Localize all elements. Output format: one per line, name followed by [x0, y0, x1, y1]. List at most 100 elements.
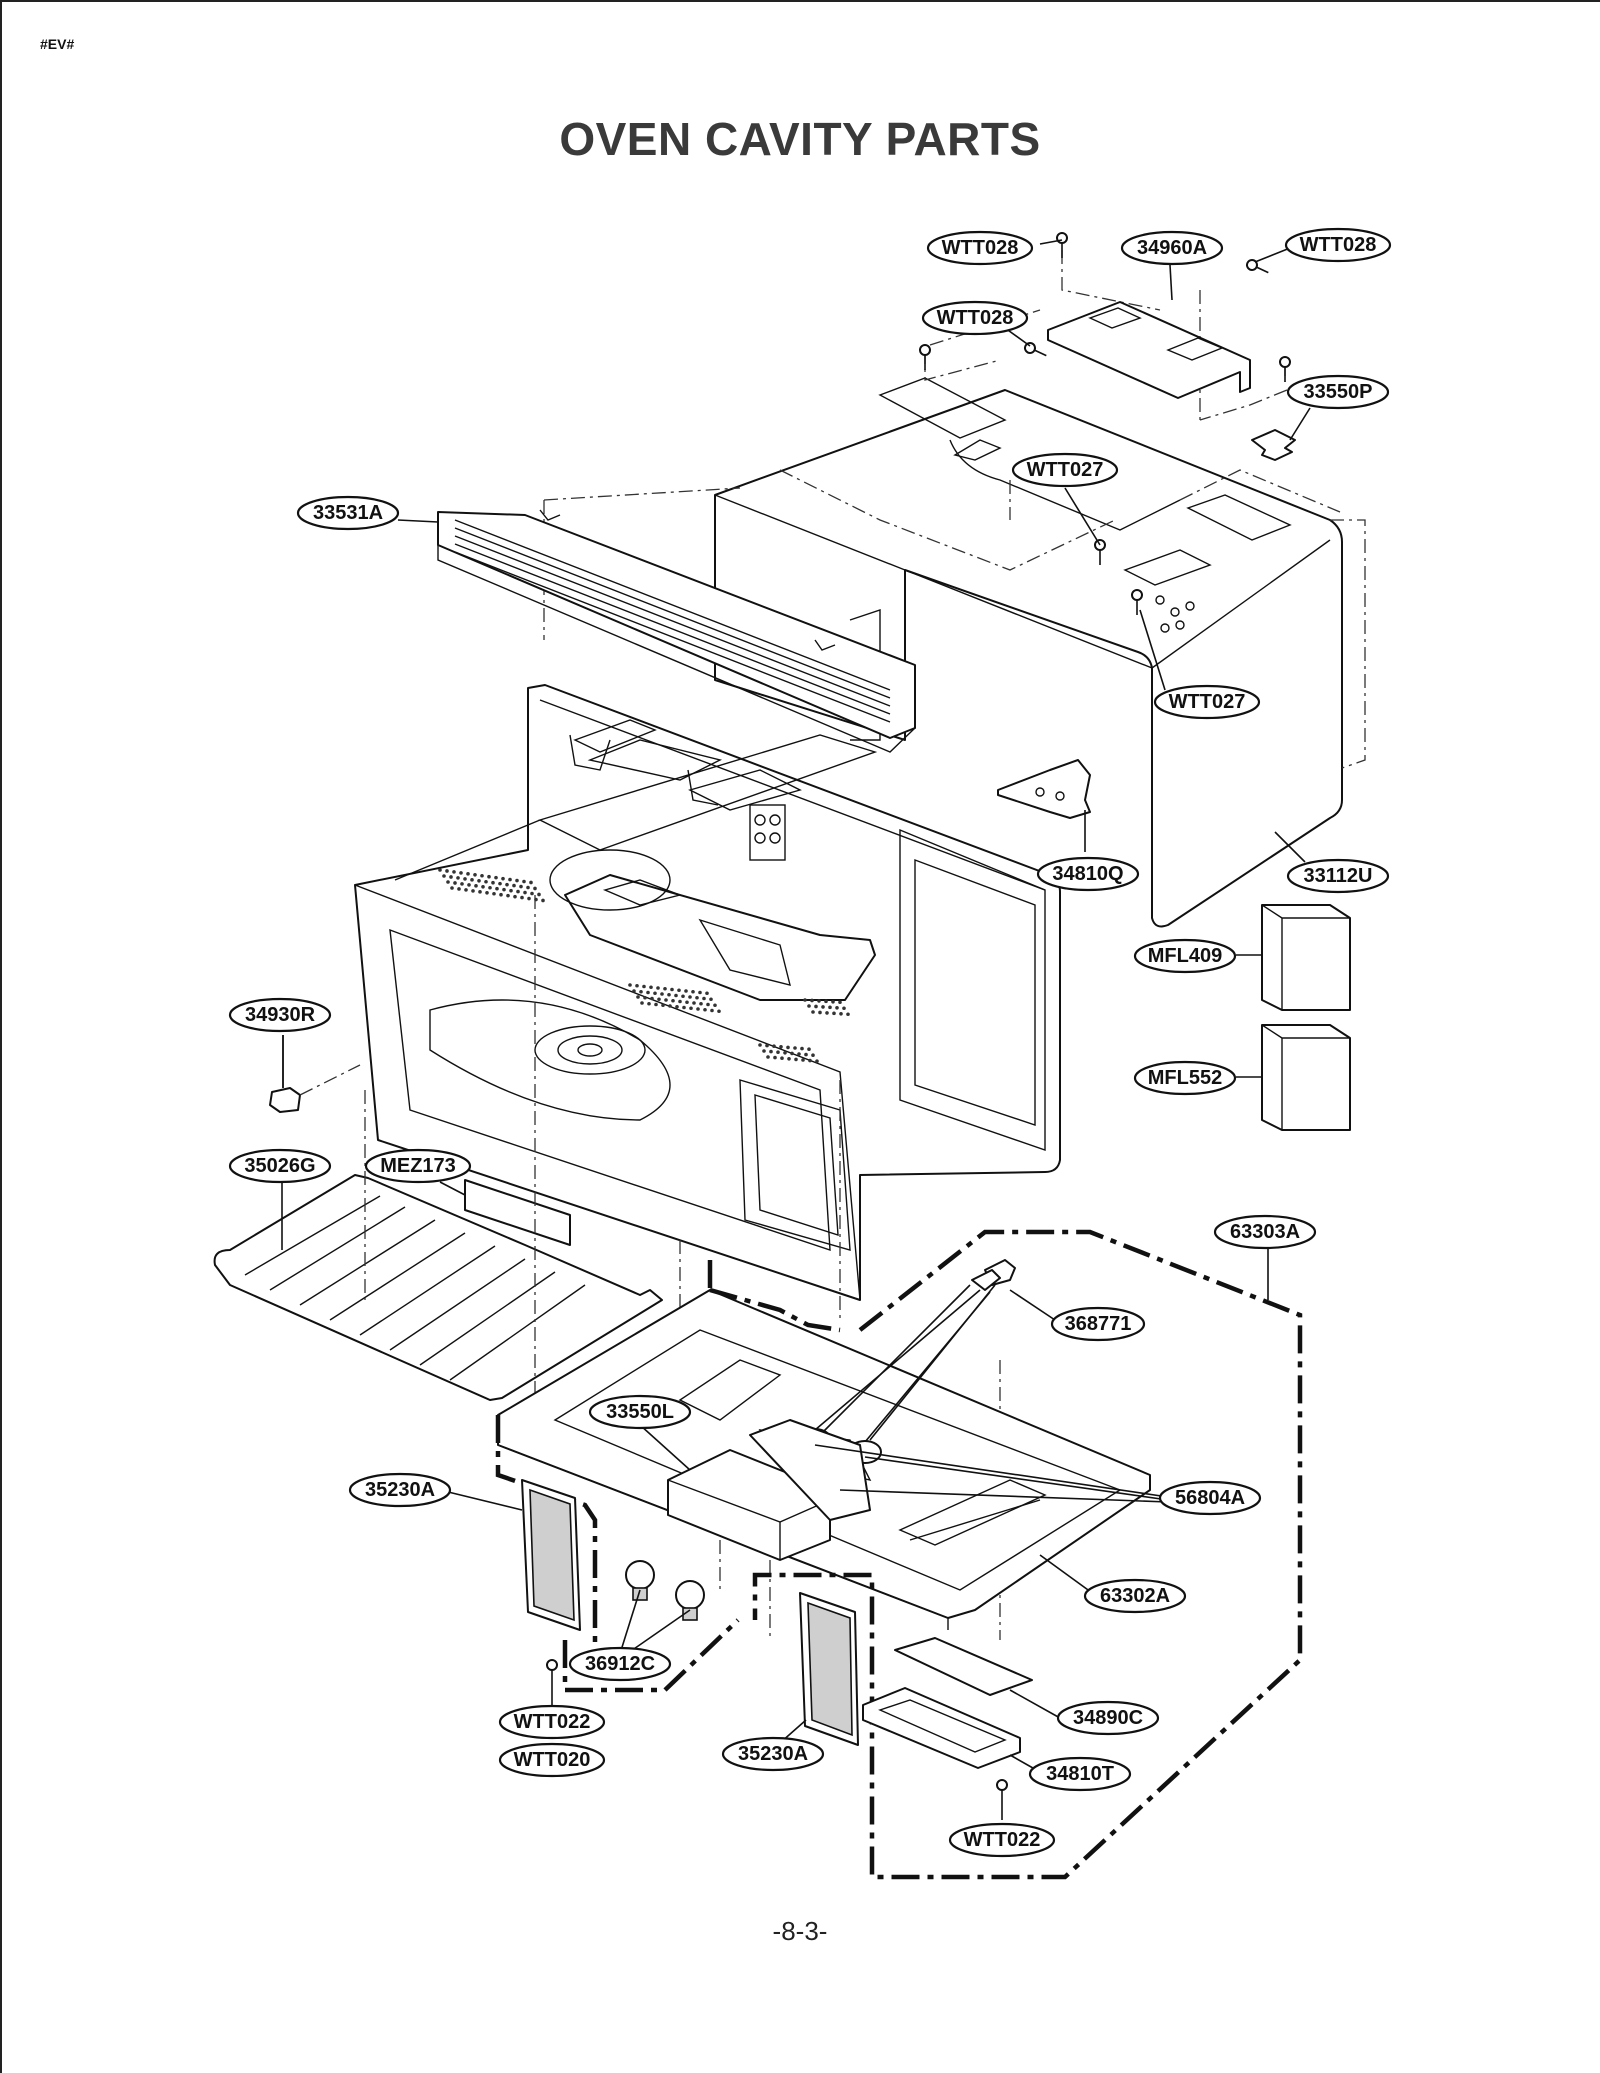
wire-harness-part	[814, 1259, 1016, 1443]
part-label-34890c: 34890C	[1056, 1700, 1160, 1736]
svg-text:34810T: 34810T	[1046, 1763, 1114, 1785]
perforation-dot	[817, 999, 821, 1003]
part-label-35230a-a: 35230A	[348, 1472, 452, 1508]
perforation-dot	[702, 996, 706, 1001]
perforation-dot	[533, 886, 537, 891]
perforation-dot	[815, 1059, 819, 1063]
part-label-35026g: 35026G	[228, 1148, 332, 1184]
leader-lines	[281, 239, 1311, 1820]
manual-mfl409-part	[1261, 904, 1351, 1011]
perforation-dot	[825, 1011, 829, 1015]
part-label-wtt020: WTT020	[498, 1742, 606, 1778]
perforation-dot	[671, 998, 675, 1003]
perforation-dot	[668, 1004, 672, 1008]
part-label-mez173: MEZ173	[364, 1148, 472, 1184]
svg-text:WTT028: WTT028	[942, 237, 1019, 259]
perforation-dot	[717, 1009, 721, 1014]
lower-screw-icons	[546, 1659, 1008, 1805]
perforation-dot	[537, 892, 541, 897]
svg-text:34960A: 34960A	[1137, 237, 1207, 259]
perforation-dot	[527, 896, 531, 901]
svg-text:WTT020: WTT020	[514, 1749, 591, 1771]
perforation-dot	[695, 995, 699, 1000]
perforation-dot	[491, 880, 495, 885]
perforation-dot	[699, 1001, 703, 1006]
svg-text:WTT022: WTT022	[514, 1711, 591, 1733]
perforation-dot	[501, 876, 505, 881]
perforation-dot	[758, 1043, 762, 1047]
part-label-63302a: 63302A	[1083, 1578, 1187, 1614]
perforation-dot	[471, 889, 475, 893]
perforation-dot	[445, 869, 449, 873]
perforation-dot	[485, 891, 489, 895]
perforation-dot	[505, 882, 509, 887]
page-number: -8-3-	[772, 1916, 828, 1946]
svg-text:35026G: 35026G	[244, 1155, 315, 1177]
perforation-dot	[635, 983, 639, 988]
perforation-dot	[516, 889, 520, 894]
outer-case-part	[714, 377, 1343, 928]
perforation-dot	[811, 1053, 815, 1057]
svg-text:34810Q: 34810Q	[1052, 863, 1123, 885]
perforated-areas	[438, 868, 850, 1063]
part-label-wtt028-c: WTT028	[921, 300, 1029, 336]
perforation-dot	[487, 874, 491, 879]
perforation-dot	[779, 1045, 783, 1049]
perforation-dot	[780, 1056, 784, 1060]
vent-grille-part	[437, 509, 916, 753]
perforation-dot	[636, 995, 640, 999]
perforation-dot	[632, 989, 636, 993]
perforation-dot	[689, 1006, 693, 1011]
perforation-dot	[498, 881, 502, 886]
svg-text:33550P: 33550P	[1304, 381, 1373, 403]
svg-text:368771: 368771	[1065, 1313, 1132, 1335]
perforation-dot	[467, 883, 471, 887]
svg-text:MFL552: MFL552	[1148, 1067, 1222, 1089]
perforation-dot	[828, 1005, 832, 1010]
svg-text:WTT027: WTT027	[1169, 691, 1246, 713]
perforation-dot	[654, 1002, 658, 1007]
perforation-dot	[846, 1012, 850, 1017]
perforation-dot	[628, 983, 632, 987]
bracket-34810q-part	[997, 759, 1091, 819]
svg-text:35230A: 35230A	[365, 1479, 435, 1501]
svg-text:33550L: 33550L	[606, 1401, 674, 1423]
perforation-dot	[480, 873, 484, 878]
svg-text:WTT022: WTT022	[964, 1829, 1041, 1851]
perforation-dot	[807, 1047, 811, 1051]
perforation-dot	[663, 986, 667, 991]
perforation-dot	[450, 886, 454, 890]
perforation-dot	[667, 992, 671, 997]
perforation-dot	[766, 1055, 770, 1059]
perforation-dot	[473, 873, 477, 877]
grease-filter-left-part	[521, 1479, 581, 1631]
perforation-dot	[801, 1058, 805, 1062]
perforation-dot	[692, 1001, 696, 1005]
perforation-dot	[492, 891, 496, 896]
perforation-dot	[522, 879, 526, 884]
perforation-dot	[838, 1000, 842, 1005]
perforation-dot	[499, 892, 503, 897]
perforation-dot	[643, 995, 647, 1000]
perforation-dot	[769, 1049, 773, 1054]
perforation-dot	[459, 871, 463, 875]
perforation-dot	[842, 1006, 846, 1011]
part-label-wtt022-a: WTT022	[498, 1704, 606, 1740]
part-label-33550p: 33550P	[1286, 374, 1390, 410]
perforation-dot	[803, 998, 807, 1002]
perforation-dot	[470, 878, 474, 882]
part-label-mfl409: MFL409	[1133, 938, 1237, 974]
perforation-dot	[463, 877, 467, 881]
perforation-dot	[713, 1003, 717, 1008]
bracket-33550l-part	[667, 1419, 871, 1561]
perforation-dot	[807, 1004, 811, 1008]
manual-mfl552-part	[1261, 1024, 1351, 1131]
perforation-dot	[449, 875, 453, 879]
perforation-dot	[457, 887, 461, 891]
perforation-dot	[682, 1005, 686, 1010]
perforation-dot	[772, 1044, 776, 1048]
part-label-368771: 368771	[1050, 1306, 1146, 1342]
oven-rack-part	[213, 1174, 663, 1401]
perforation-dot	[835, 1006, 839, 1010]
